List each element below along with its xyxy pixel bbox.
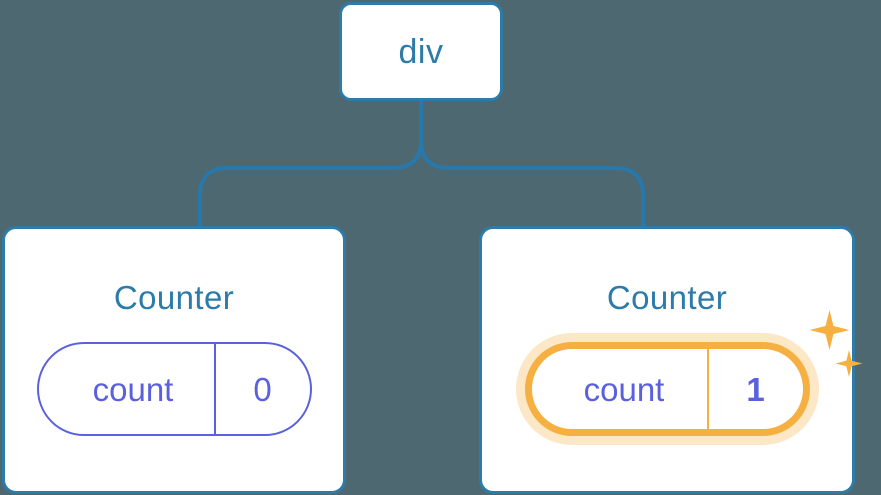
sparkle-group — [808, 310, 868, 400]
state-value-right: 1 — [706, 349, 803, 429]
state-key-right: count — [583, 370, 665, 408]
state-value-left: 0 — [213, 344, 310, 434]
node-counter-left[interactable]: Counter count 0 — [2, 226, 346, 494]
node-div-label: div — [398, 32, 444, 71]
node-div[interactable]: div — [339, 2, 503, 101]
state-key-left: count — [92, 370, 174, 408]
state-pill-right[interactable]: count 1 — [524, 342, 810, 436]
node-counter-right[interactable]: Counter count 1 — [479, 226, 863, 494]
state-pill-left[interactable]: count 0 — [36, 342, 312, 436]
state-pill-wrapper-right: count 1 — [524, 310, 863, 436]
sparkle-small-icon — [835, 350, 863, 377]
node-counter-right-label: Counter — [606, 279, 728, 316]
state-pill-wrapper-left: count 0 — [36, 342, 312, 436]
sparkle-large-icon — [809, 310, 850, 350]
node-counter-left-label: Counter — [113, 279, 235, 316]
